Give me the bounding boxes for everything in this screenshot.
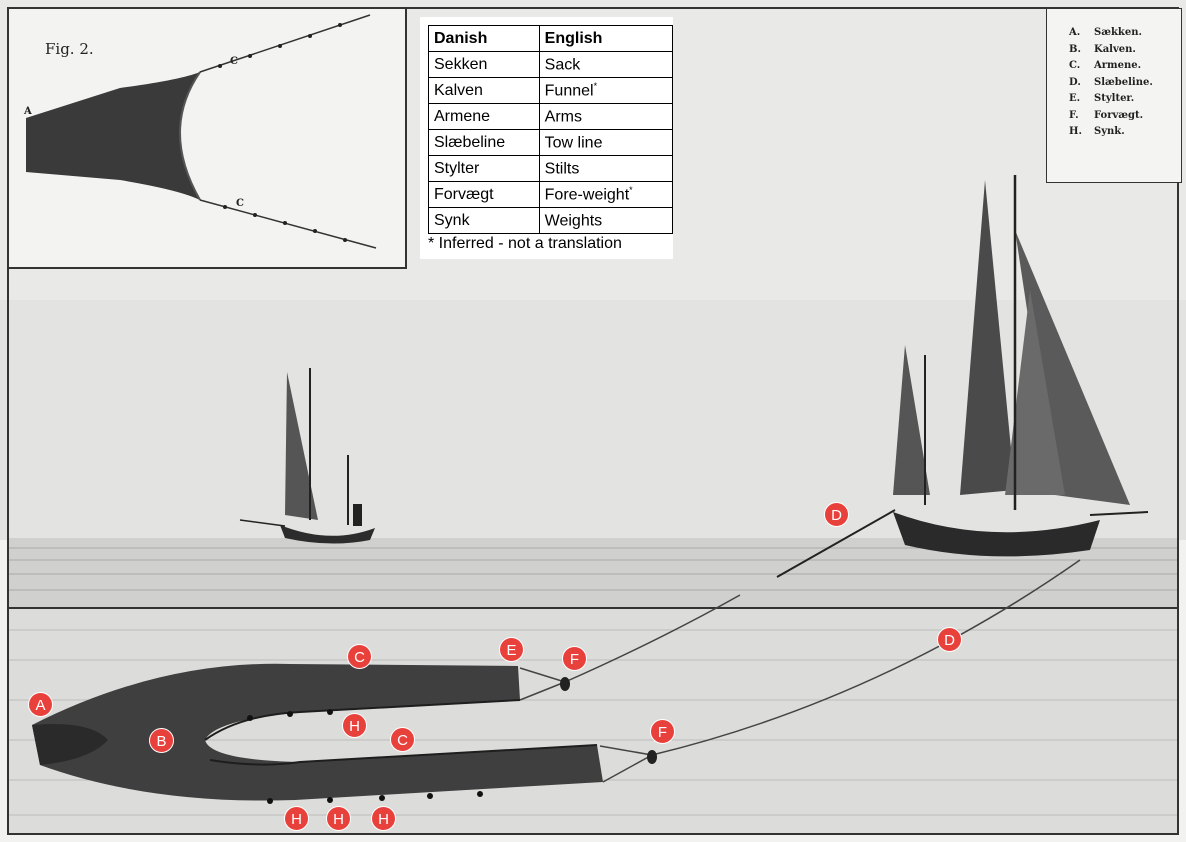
table-row: Forvægt Fore-weight*: [428, 181, 674, 208]
english-cell: Fore-weight*: [538, 181, 674, 208]
frame: [7, 7, 1179, 835]
seine-net: [32, 663, 657, 804]
badge-h-weight-inner: H: [342, 713, 367, 738]
table-row: Stylter Stilts: [428, 155, 674, 182]
footnote-marker: *: [629, 184, 633, 195]
english-cell: Funnel*: [538, 77, 674, 104]
badge-f-foreweight-lower: F: [650, 719, 675, 744]
danish-cell: Forvægt: [428, 181, 540, 208]
english-cell: Weights: [538, 207, 674, 234]
header-danish: Danish: [428, 25, 540, 52]
english-cell: Stilts: [538, 155, 674, 182]
english-cell: Tow line: [538, 129, 674, 156]
table-row: Sekken Sack: [428, 51, 674, 78]
danish-cell: Stylter: [428, 155, 540, 182]
inset-letter-a: A: [24, 106, 32, 117]
english-cell: Arms: [538, 103, 674, 130]
danish-cell: Sekken: [428, 51, 540, 78]
table-header-row: Danish English: [428, 25, 674, 52]
figure-number: Fig. 2.: [45, 40, 94, 58]
badge-e-stilt: E: [499, 637, 524, 662]
badge-d-towline-lower: D: [937, 627, 962, 652]
badge-h-weight-3: H: [371, 806, 396, 831]
table-row: Armene Arms: [428, 103, 674, 130]
legend-list: A.Sækken. B.Kalven. C.Armene. D.Slæbelin…: [1047, 9, 1181, 143]
english-cell: Sack: [538, 51, 674, 78]
badge-a-sack: A: [28, 692, 53, 717]
small-sailboat: [239, 368, 375, 544]
inset-net-drawing: [26, 14, 377, 249]
badge-h-weight-1: H: [284, 806, 309, 831]
footnote-marker: *: [593, 80, 598, 91]
legend-item: H.Synk.: [1069, 126, 1125, 137]
legend-box: A.Sækken. B.Kalven. C.Armene. D.Slæbelin…: [1046, 8, 1182, 183]
badge-h-weight-2: H: [326, 806, 351, 831]
legend-item: C.Armene.: [1069, 60, 1142, 71]
inset-letter-c-bottom: C: [236, 198, 244, 209]
badge-d-towline-upper: D: [824, 502, 849, 527]
large-sailboat: [893, 175, 1149, 557]
tow-line-right: [651, 559, 1081, 756]
danish-cell: Armene: [428, 103, 540, 130]
badge-b-funnel: B: [149, 728, 174, 753]
danish-cell: Kalven: [428, 77, 540, 104]
legend-item: B.Kalven.: [1069, 43, 1136, 55]
header-english: English: [538, 25, 674, 52]
inset-letter-c-top: C: [230, 56, 238, 67]
tow-line-left: [564, 594, 741, 683]
danish-cell: Synk: [428, 207, 540, 234]
badge-c-arm-upper: C: [347, 644, 372, 669]
legend-item: D.Slæbeline.: [1069, 76, 1153, 88]
table-row: Slæbeline Tow line: [428, 129, 674, 156]
danish-cell: Slæbeline: [428, 129, 540, 156]
tow-line-upper: [776, 509, 896, 578]
footnote: * Inferred - not a translation: [428, 235, 622, 252]
table-row: Kalven Funnel*: [428, 77, 674, 104]
legend-item: A.Sækken.: [1069, 27, 1142, 38]
legend-item: F.Forvægt.: [1069, 109, 1144, 121]
table-row: Synk Weights: [428, 207, 674, 234]
legend-item: E.Stylter.: [1069, 93, 1135, 104]
translation-table: Danish English Sekken Sack Kalven Funnel…: [420, 17, 674, 259]
badge-f-foreweight-upper: F: [562, 646, 587, 671]
badge-c-arm-lower: C: [390, 727, 415, 752]
